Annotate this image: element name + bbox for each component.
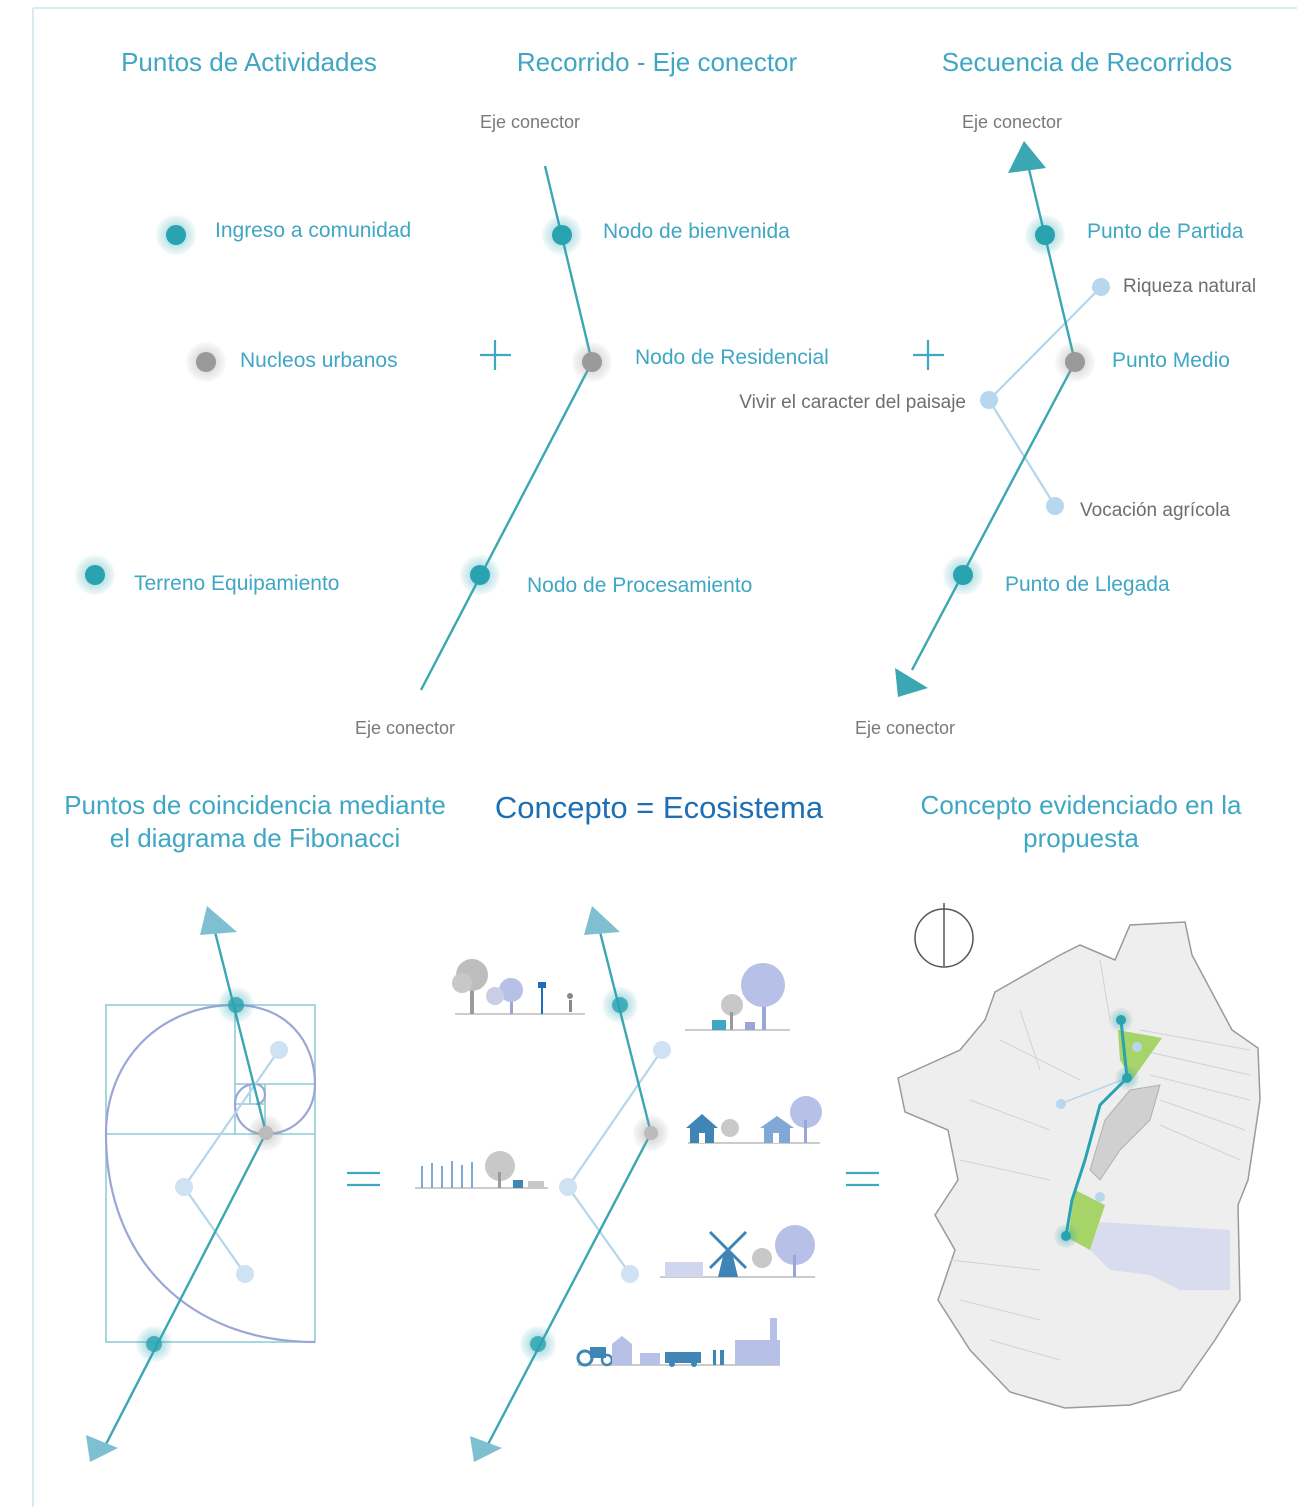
node-nucleos-label: Nucleos urbanos [240,349,398,372]
panel-2-title: Recorrido - Eje conector [517,47,798,77]
fibonacci-spiral [104,1003,317,1344]
crops-icon [415,1151,548,1189]
node-partida [1025,215,1065,255]
houses-trees-icon [686,1096,822,1144]
ecosystem-diagram [415,906,822,1462]
panel-3-title: Secuencia de Recorridos [942,47,1233,77]
branch-label-riqueza: Riqueza natural [1123,276,1256,297]
node-nucleos [186,342,226,382]
site-map-outline [897,921,1261,1409]
equals-sign-1 [347,1171,380,1187]
equals-sign-2 [846,1171,879,1187]
trees-person-icon [452,959,585,1015]
branch-lines [987,286,1102,507]
panel-3-route-sequence: Eje conector Riqueza natural Vivir el ca… [739,112,1256,738]
branch-label-agricola: Vocación agrícola [1080,500,1230,521]
node-medio [1055,342,1095,382]
node-llegada-label: Punto de Llegada [1005,573,1170,596]
fibonacci-title-line1: Puntos de coincidencia mediante [64,790,446,820]
panel-1-activity-points: Ingreso a comunidad Nucleos urbanos Terr… [75,215,411,595]
node-bienvenida [542,215,582,255]
node-ingreso-label: Ingreso a comunidad [215,219,411,242]
arrow-head-bottom [895,668,928,697]
plus-sign-1 [480,340,511,370]
node-residencial-label: Nodo de Residencial [635,346,829,369]
fibonacci-diagram [86,906,317,1462]
plus-sign-2 [913,340,944,370]
node-residencial [572,342,612,382]
axis-top-label: Eje conector [480,112,580,132]
arrow-head-top [1008,141,1046,173]
node-medio-label: Punto Medio [1112,349,1230,372]
axis-bottom-label: Eje conector [355,718,455,738]
node-bienvenida-label: Nodo de bienvenida [603,220,790,243]
node-llegada [943,555,983,595]
proposal-title-line2: propuesta [1023,823,1139,853]
proposal-title-line1: Concepto evidenciado en la [921,790,1242,820]
node-terreno [75,555,115,595]
windmill-farm-icon [660,1225,815,1278]
node-terreno-label: Terreno Equipamiento [134,572,339,595]
lavender-parcel [1090,1222,1230,1290]
axis-bottom-label: Eje conector [855,718,955,738]
branch-label-paisaje: Vivir el caracter del paisaje [739,392,966,413]
axis-top-label: Eje conector [962,112,1062,132]
houses-trees-icon [685,963,790,1031]
site-map [897,921,1261,1409]
tractor-factory-icon [576,1318,780,1367]
branch-node-riqueza [1092,278,1110,296]
branch-node-agricola [1046,497,1064,515]
node-ingreso [156,215,196,255]
branch-node-paisaje [980,391,998,409]
node-partida-label: Punto de Partida [1087,220,1244,243]
node-procesamiento-label: Nodo de Procesamiento [527,574,752,597]
concept-title: Concepto = Ecosistema [495,790,824,825]
north-arrow-icon [914,903,974,968]
panel-1-title: Puntos de Actividades [121,47,377,77]
panel-2-connector-axis: Eje conector Nodo de bienvenida Nodo de … [355,112,829,738]
fibonacci-title-line2: el diagrama de Fibonacci [110,823,401,853]
node-procesamiento [460,555,500,595]
